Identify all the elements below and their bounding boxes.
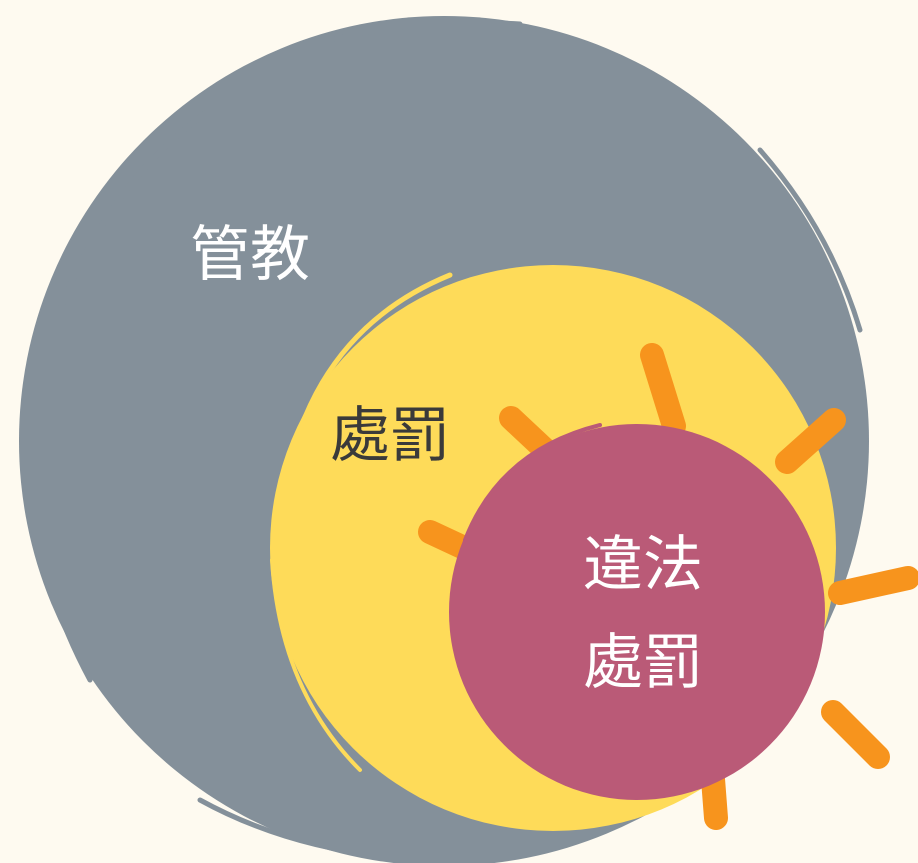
inner-circle — [449, 424, 825, 800]
outer-brush-edge — [757, 147, 863, 333]
outer-brush-edge — [197, 797, 433, 863]
inner-set: 違法 處罰 — [449, 423, 825, 800]
ray — [828, 566, 918, 605]
outer-brush-edge — [327, 20, 523, 43]
ray — [640, 343, 686, 438]
middle-brush-edge — [297, 272, 453, 433]
outer-brush-edge — [27, 467, 93, 683]
outer-brush-edge — [57, 107, 213, 313]
outer-set-label: 管教 — [190, 220, 310, 290]
inner-brush-edge — [463, 423, 602, 542]
middle-set-label: 處罰 — [330, 401, 450, 471]
middle-brush-edge — [270, 558, 362, 772]
inner-set-label-line1: 違法 — [583, 530, 703, 600]
ray — [821, 700, 890, 769]
ray — [775, 408, 846, 474]
inner-set-label-line2: 處罰 — [583, 628, 703, 698]
